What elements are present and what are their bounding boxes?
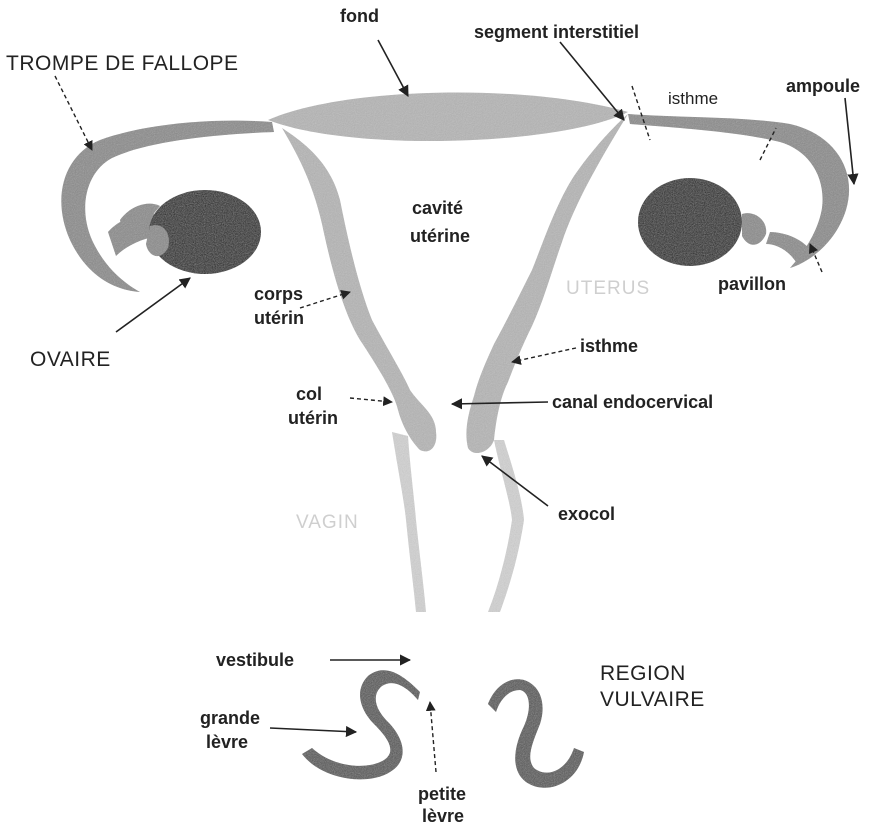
arrow-isthme [512,348,576,362]
right-labium [488,679,584,788]
label-col-1: col [296,384,322,404]
arrow-col [350,398,392,402]
label-ovaire: OVAIRE [30,348,111,371]
label-col-2: utérin [288,408,338,428]
label-grande-2: lèvre [206,732,248,752]
label-corps-2: utérin [254,308,304,328]
label-trompe: TROMPE DE FALLOPE [6,52,239,75]
arrow-isthme-top [632,86,650,140]
label-isthme: isthme [580,336,638,356]
label-region-1: REGION [600,662,686,685]
label-isthme-top: isthme [668,89,718,108]
leader-lines [55,40,854,772]
label-region-2: VULVAIRE [600,688,705,711]
vagina-shape [392,432,524,612]
arrow-fond [378,40,408,96]
right-fimbriae [742,213,766,245]
label-vestibule: vestibule [216,650,294,670]
arrow-grande [270,728,356,732]
label-cavite-2: utérine [410,226,470,246]
label-segment-interstitiel: segment interstitiel [474,22,639,42]
vaginal-wall-left [392,432,426,612]
left-labium [302,670,420,779]
vulva-shape [302,670,584,788]
label-fond: fond [340,6,379,26]
label-canal: canal endocervical [552,392,713,412]
arrow-canal [452,402,548,404]
vaginal-wall-right [488,440,524,612]
label-petite-2: lèvre [422,806,464,826]
label-pavillon: pavillon [718,274,786,294]
uterine-fundus [268,92,628,141]
label-ampoule: ampoule [786,76,860,96]
label-corps-1: corps [254,284,303,304]
arrow-petite [430,702,436,772]
label-petite-1: petite [418,784,466,804]
label-grande-1: grande [200,708,260,728]
label-exocol: exocol [558,504,615,524]
label-cavite-1: cavité [412,198,463,218]
arrow-trompe [55,76,92,150]
label-uterus: UTERUS [566,278,650,299]
right-ovary [638,178,742,266]
arrow-ampoule [845,98,854,184]
label-vagin: VAGIN [296,512,359,533]
